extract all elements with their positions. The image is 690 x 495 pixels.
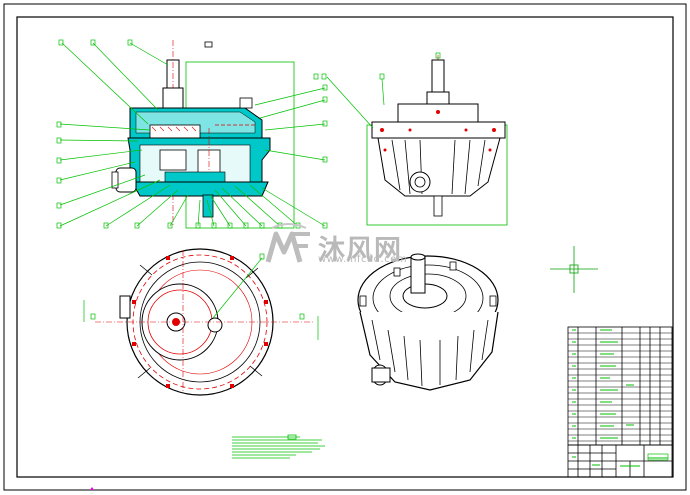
title-block-entries: [572, 453, 669, 467]
housing-base: [131, 181, 269, 197]
title-block: [567, 444, 673, 478]
side-elevation-view: [313, 52, 508, 226]
plan-side-motor: [119, 295, 131, 319]
parts-list-table: [567, 326, 673, 446]
isometric-view: [357, 253, 499, 391]
iso-shaft: [410, 256, 426, 294]
watermark-brand-text: 沐风网: [318, 235, 402, 266]
plan-view: [83, 248, 319, 396]
watermark-url-text: www.mfcad.com: [318, 254, 408, 265]
parts-list-entries: [572, 329, 634, 439]
side-motor: [115, 167, 137, 193]
outer-frame: [3, 3, 687, 491]
side-housing-flange: [371, 121, 506, 139]
section-view-front: [56, 39, 328, 229]
view-label-box: [204, 41, 213, 48]
side-motor-port: [409, 171, 431, 193]
cursor-crosshair: [550, 246, 598, 293]
technical-notes-block: [232, 434, 325, 459]
watermark-logo-icon: [265, 223, 310, 263]
inner-border: [16, 16, 674, 478]
parts-list-rows: [568, 332, 672, 442]
origin-marker: [90, 487, 94, 490]
